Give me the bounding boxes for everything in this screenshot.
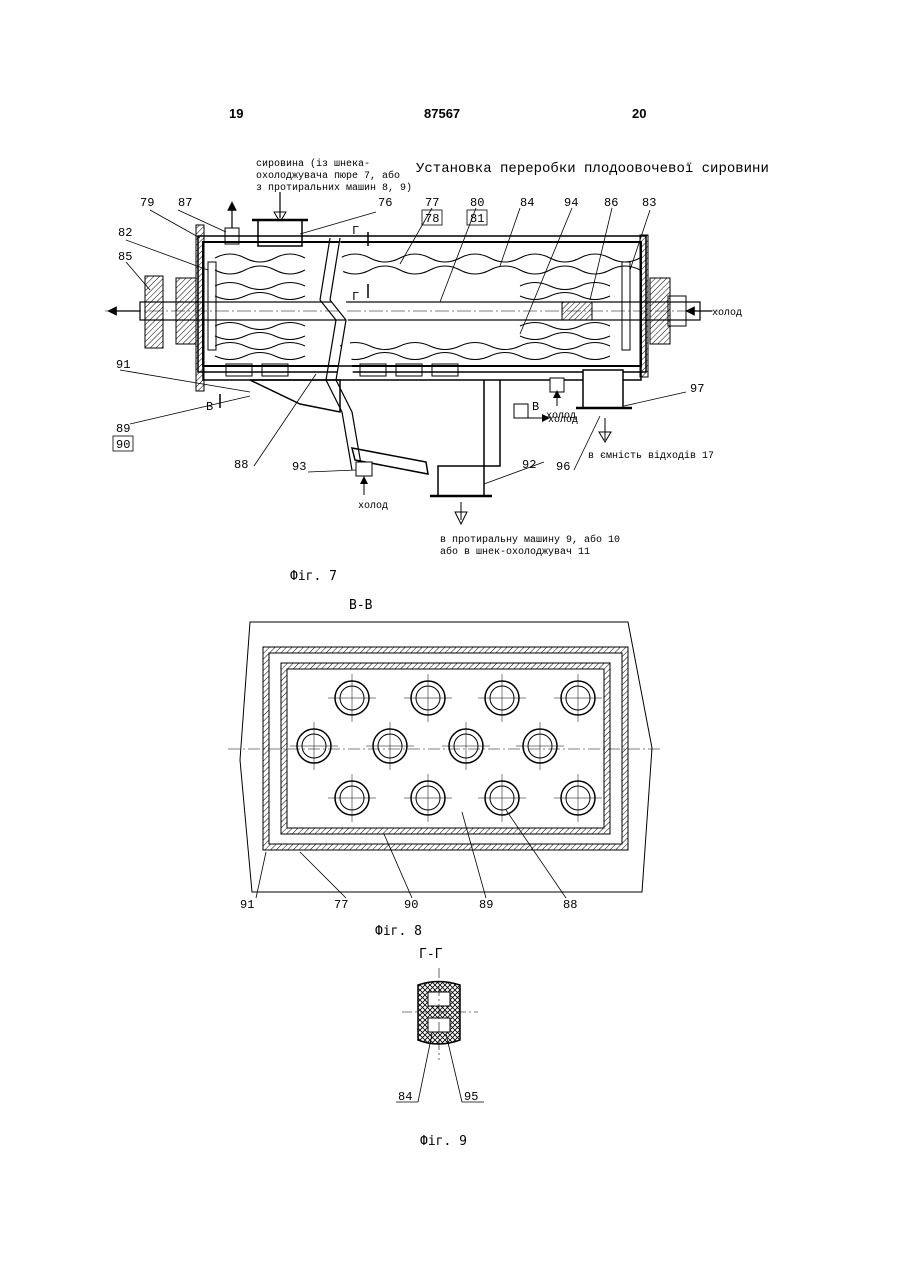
fig9-label-95: 95 [464, 1090, 478, 1104]
label-79: 79 [140, 196, 154, 210]
fig9-caption: Фіг. 9 [420, 1134, 467, 1149]
section-mark-g-bottom: Г [352, 290, 359, 304]
inlet-note-line-2: охолоджувача пюре 7, або [256, 169, 400, 182]
label-82: 82 [118, 226, 132, 240]
label-84: 84 [520, 196, 534, 210]
label-86: 86 [604, 196, 618, 210]
label-85: 85 [118, 250, 132, 264]
fig8-caption: Фіг. 8 [375, 924, 422, 939]
label-93: 93 [292, 460, 306, 474]
figure-8: В-В 91 77 [228, 598, 660, 939]
fig8-label-88: 88 [563, 898, 577, 912]
label-77: 77 [425, 196, 439, 210]
fig7-caption: Фіг. 7 [290, 569, 337, 584]
label-89: 89 [116, 422, 130, 436]
label-80: 80 [470, 196, 484, 210]
fig7-title: Установка переробки плодоовочевої сирови… [416, 160, 769, 177]
outlet-nozzle-92 [438, 466, 484, 496]
section-mark-g-top: Г [352, 224, 359, 238]
label-78: 78 [425, 212, 439, 226]
bearing-right [650, 278, 670, 344]
label-94: 94 [564, 196, 578, 210]
fig8-section-title: В-В [349, 598, 373, 613]
fig9-section-title: Г-Г [419, 947, 443, 962]
label-81: 81 [470, 212, 484, 226]
label-88: 88 [234, 458, 248, 472]
cold-label-jacket: холод [546, 411, 576, 422]
fig8-label-91: 91 [240, 898, 254, 912]
cold-label-right: холод [712, 308, 742, 319]
fig9-label-84: 84 [398, 1090, 412, 1104]
label-92: 92 [522, 458, 536, 472]
label-97: 97 [690, 382, 704, 396]
right-flange [640, 235, 648, 377]
outlet-note-line-2: або в шнек-охолоджувач 11 [440, 545, 590, 558]
fig8-label-89: 89 [479, 898, 493, 912]
figure-9: Г-Г 84 95 Фіг. 9 [396, 947, 484, 1149]
label-83: 83 [642, 196, 656, 210]
label-90: 90 [116, 438, 130, 452]
figure-7: Установка переробки плодоовочевої сирови… [105, 158, 769, 584]
inlet-note-line-1: сировина (із шнека- [256, 158, 370, 170]
fig8-label-77: 77 [334, 898, 348, 912]
label-76: 76 [378, 196, 392, 210]
label-87: 87 [178, 196, 192, 210]
section-mark-v-right: В [532, 400, 539, 414]
fig8-label-90: 90 [404, 898, 418, 912]
cold-label-bottom: холод [358, 501, 388, 512]
waste-note: в ємність відходів 17 [588, 450, 714, 462]
waste-nozzle-96 [583, 370, 623, 408]
outlet-note-line-1: в протиральну машину 9, або 10 [440, 533, 620, 546]
section-mark-v-left: В [206, 400, 213, 414]
label-96: 96 [556, 460, 570, 474]
label-91: 91 [116, 358, 130, 372]
bearing-left [176, 278, 196, 344]
